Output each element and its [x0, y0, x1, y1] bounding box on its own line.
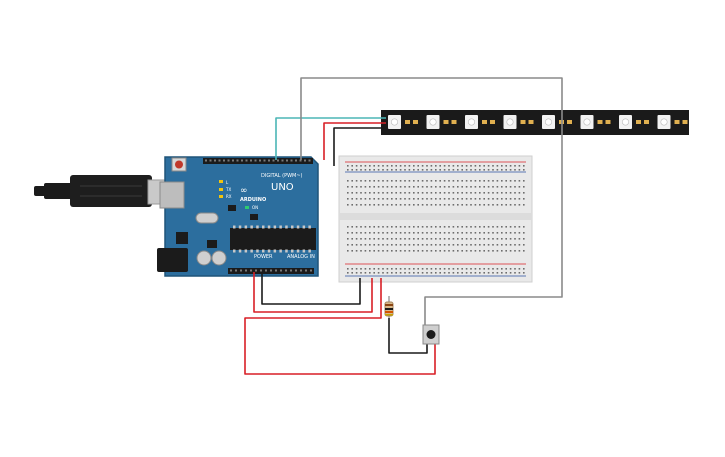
breadboard[interactable] — [338, 155, 533, 283]
wire-red-5v-bb[interactable] — [253, 272, 373, 313]
tx-label: TX — [225, 187, 231, 192]
uno-logo: UNO — [271, 182, 294, 193]
resistor[interactable] — [384, 296, 394, 318]
reset-button[interactable] — [175, 160, 183, 169]
analog-label: ANALOG IN — [287, 254, 315, 260]
wire-red-button-loop[interactable] — [244, 278, 436, 375]
power-label: POWER — [254, 254, 273, 260]
power-barrel-jack — [157, 248, 188, 272]
led-pixel — [619, 115, 649, 129]
usb-jack — [159, 181, 185, 209]
led-pixel — [465, 115, 495, 129]
wire-black-gnd-bb[interactable] — [261, 272, 361, 305]
on-label: ON — [252, 205, 258, 210]
digital-label: DIGITAL (PWM~) — [261, 173, 303, 179]
push-button[interactable] — [422, 324, 440, 345]
led-pixel — [426, 115, 457, 129]
led-pixel — [388, 115, 418, 129]
wire-gray-button[interactable] — [300, 77, 563, 325]
led-pixel — [503, 115, 534, 129]
neopixel-led-strip[interactable] — [381, 110, 689, 135]
wires — [244, 77, 563, 375]
arduino-brand: ARDUINO — [240, 197, 266, 203]
atmega-chip — [230, 228, 316, 250]
wire-data-teal[interactable] — [275, 117, 386, 160]
l-label: L — [226, 180, 229, 185]
arduino-uno-board[interactable]: DIGITAL (PWM~) UNO ARDUINO ∞ TX RX L ON … — [157, 156, 319, 277]
wire-red-5v-strip[interactable] — [323, 122, 386, 160]
usb-cable — [34, 175, 171, 207]
wire-black-gnd-strip[interactable] — [333, 127, 386, 166]
arduino-infinity-logo: ∞ — [240, 186, 248, 196]
led-pixel — [580, 115, 611, 129]
led-pixel — [657, 115, 688, 129]
digital-header[interactable] — [203, 158, 313, 164]
wire-black-resistor-button[interactable] — [388, 318, 428, 354]
rx-label: RX — [226, 194, 232, 199]
